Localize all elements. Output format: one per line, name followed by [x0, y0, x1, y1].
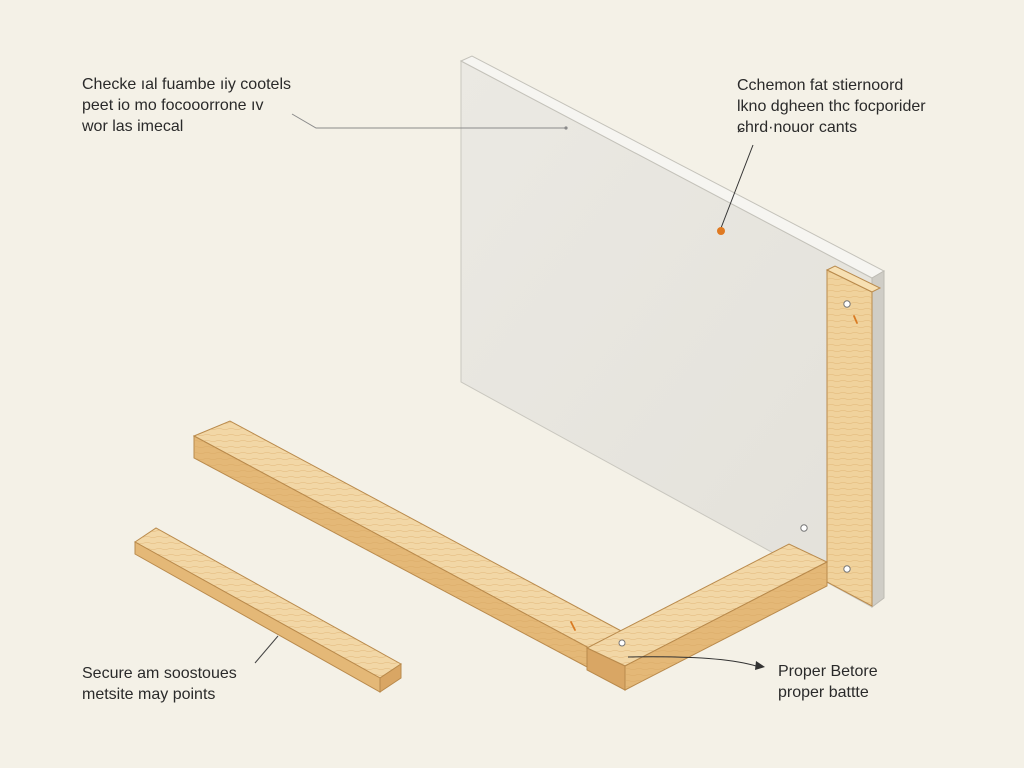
callout-top-right-line-2: lkno dgheen thc focporider	[737, 98, 926, 115]
callout-top-right: Cchemon fat stiernoord lkno dgheen thc f…	[737, 75, 926, 138]
screw-hole-bottom	[843, 565, 851, 573]
leader-bottom-left	[254, 635, 279, 664]
cross-batten-screw	[618, 639, 626, 647]
short-batten-top-grain	[135, 528, 401, 678]
panel-face	[460, 60, 873, 608]
leader-bottom-right-arrow	[755, 661, 765, 670]
callout-bottom-left: Secure am soostoues metsite may points	[82, 663, 237, 705]
joint-mark	[570, 621, 576, 631]
callout-bottom-left-line-1: Secure am soostoues	[82, 665, 237, 682]
leader-top-left-end	[564, 126, 568, 130]
leader-top-right	[720, 144, 754, 229]
vertical-batten-top	[825, 265, 882, 293]
cross-batten-top-grain	[587, 544, 827, 666]
vertical-batten	[825, 265, 882, 607]
cross-batten-side-grain	[625, 562, 827, 690]
screw-hole-top	[843, 300, 851, 308]
cross-batten	[570, 543, 829, 691]
panel-side-edge	[871, 270, 885, 608]
short-batten-end	[379, 663, 402, 693]
backing-panel	[459, 55, 886, 608]
callout-top-left-line-3: wor las imecal	[82, 118, 184, 135]
leader-bottom-right	[627, 656, 757, 667]
callout-bottom-right: Proper Betore proper battte	[778, 661, 878, 703]
short-batten	[134, 527, 402, 693]
callout-top-right-line-1: Cchemon fat stiernoord	[737, 77, 904, 94]
callout-bottom-right-line-2: proper battte	[778, 684, 869, 701]
long-batten-side-grain	[194, 436, 589, 668]
leader-top-left	[291, 113, 566, 129]
callout-bottom-right-line-1: Proper Betore	[778, 663, 878, 680]
callout-top-left-line-1: Checke ıal fuambe ıiy cootels	[82, 76, 291, 93]
orange-mark	[853, 315, 858, 324]
long-batten-top-grain	[194, 421, 625, 648]
leader-top-right-dot	[717, 227, 725, 235]
callout-top-left: Checke ıal fuambe ıiy cootels peet io mo…	[82, 74, 291, 137]
callout-top-right-line-3: ɕhrd·nouor cants	[737, 119, 858, 136]
vertical-batten-grain	[827, 270, 872, 606]
leader-lines	[254, 113, 765, 670]
long-batten	[192, 420, 627, 669]
callout-bottom-left-line-2: metsite may points	[82, 686, 216, 703]
panel-screw-hole	[800, 524, 808, 532]
callout-top-left-line-2: peet io mo focooorrone ıv	[82, 97, 264, 114]
